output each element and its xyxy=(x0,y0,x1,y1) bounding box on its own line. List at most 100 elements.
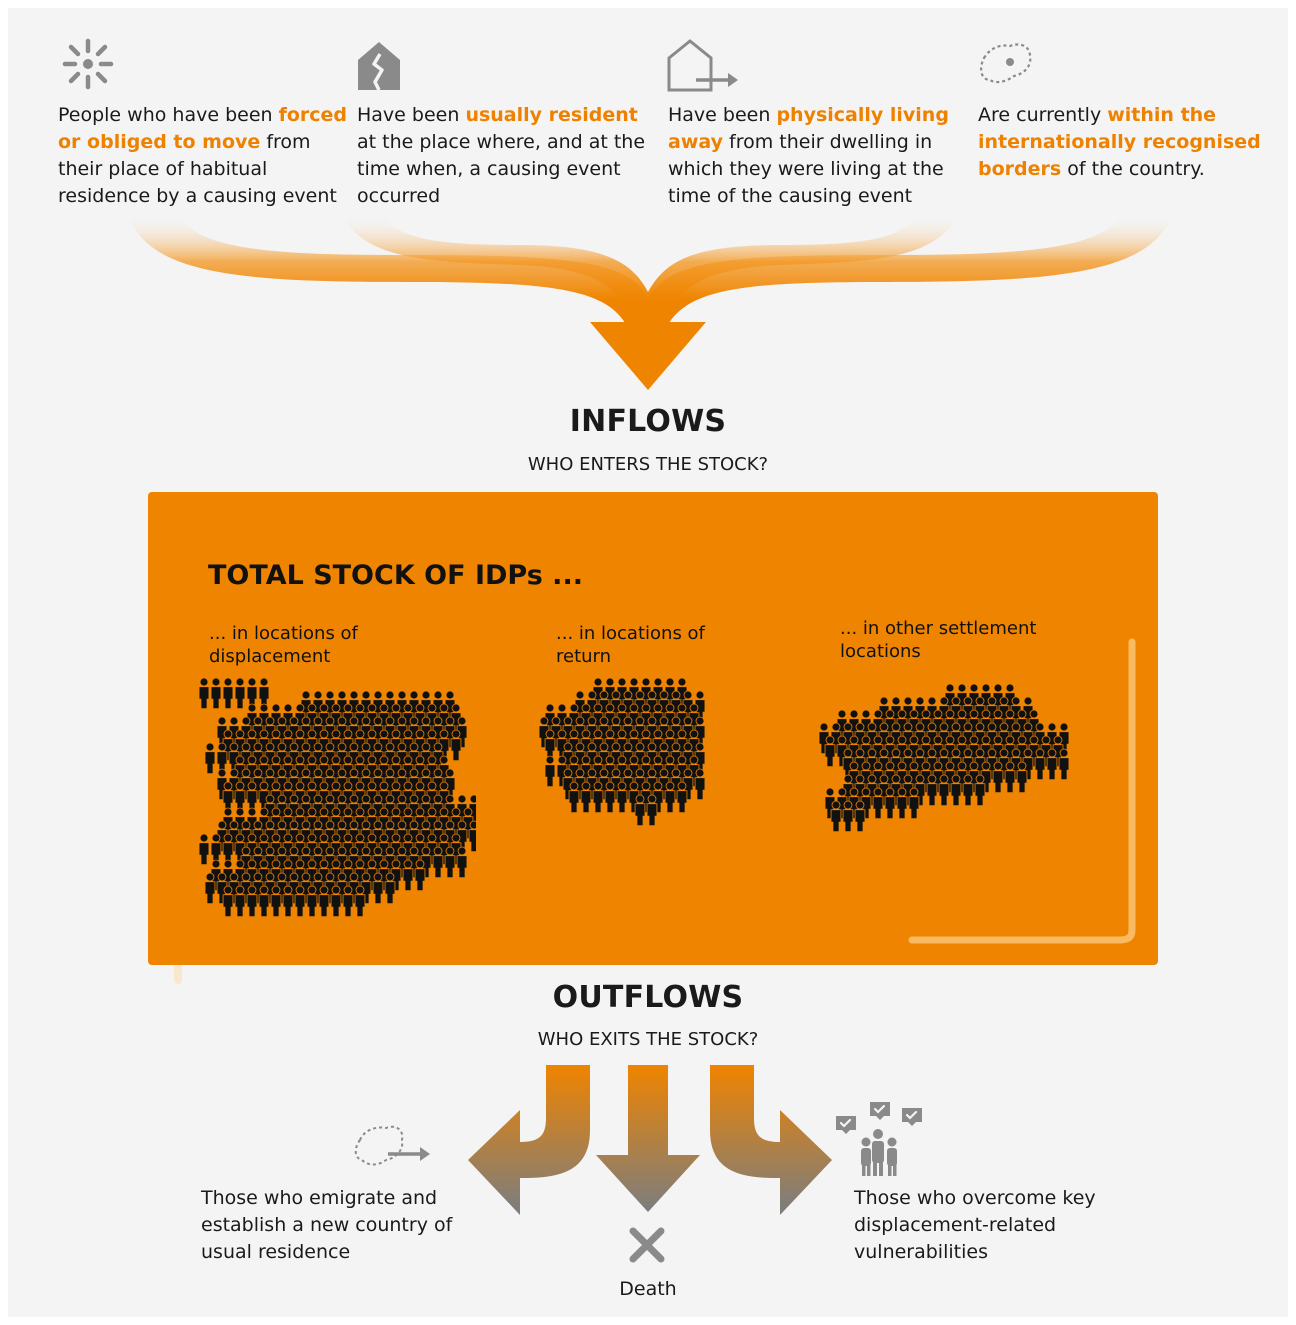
criterion-highlight: forced or obliged to move xyxy=(58,104,348,153)
person-figure xyxy=(258,885,270,917)
crowd-return xyxy=(538,677,706,826)
person-figure xyxy=(824,735,836,767)
person-figure xyxy=(330,885,342,917)
crowd-other-settlement xyxy=(818,683,1070,832)
person-figure xyxy=(246,677,258,709)
person-figure xyxy=(938,774,950,806)
person-figure xyxy=(634,794,646,826)
criterion-text: from their place of habitual residence b… xyxy=(58,131,337,207)
person-figure xyxy=(646,794,658,826)
person-figure xyxy=(366,781,378,813)
person-figure xyxy=(402,859,414,891)
person-figure xyxy=(450,729,462,761)
criterion-forced-to-move: People who have been forced or obliged t… xyxy=(58,102,348,210)
criterion-text: Have been xyxy=(357,104,466,126)
person-figure xyxy=(884,787,896,819)
person-figure xyxy=(694,768,706,800)
inflow-arrow xyxy=(128,215,1172,390)
person-figure xyxy=(974,774,986,806)
person-figure xyxy=(1004,761,1016,793)
person-figure xyxy=(926,774,938,806)
cross-icon xyxy=(629,1227,665,1263)
person-figure xyxy=(962,774,974,806)
person-figure xyxy=(372,872,384,904)
person-figure xyxy=(1034,748,1046,780)
person-figure xyxy=(354,885,366,917)
person-figure xyxy=(1046,748,1058,780)
person-figure xyxy=(592,781,604,813)
criterion-text: Are currently xyxy=(978,104,1108,126)
person-figure xyxy=(342,885,354,917)
location-other-settlement-label: ... in other settlement locations xyxy=(840,618,1037,662)
person-figure xyxy=(842,800,854,832)
exit-death-label: Death xyxy=(619,1278,677,1300)
location-return-label: ... in locations of return xyxy=(556,623,705,667)
person-figure xyxy=(198,677,210,709)
person-figure xyxy=(246,885,258,917)
person-figure xyxy=(580,781,592,813)
person-figure xyxy=(222,833,234,865)
person-figure xyxy=(568,781,580,813)
person-figure xyxy=(950,774,962,806)
person-figure xyxy=(468,820,476,852)
person-figure xyxy=(234,781,246,813)
person-figure xyxy=(896,787,908,819)
criterion-text: Have been xyxy=(668,104,777,126)
country-border-icon xyxy=(980,43,1032,84)
criterion-highlight: within the internationally recognised bo… xyxy=(978,104,1261,180)
person-figure xyxy=(246,781,258,813)
exit-emigrate-label: Those who emigrate and establish a new c… xyxy=(201,1187,453,1263)
exit-overcome-vulnerabilities-label: Those who overcome key displacement-rela… xyxy=(854,1187,1096,1263)
person-figure xyxy=(544,755,556,787)
person-figure xyxy=(420,846,432,878)
person-figure xyxy=(1058,748,1070,780)
cracked-house-icon xyxy=(358,42,400,91)
person-figure xyxy=(234,677,246,709)
person-figure xyxy=(318,885,330,917)
person-figure xyxy=(992,761,1004,793)
person-figure xyxy=(222,781,234,813)
person-figure xyxy=(384,872,396,904)
location-displacement-label: ... in locations of displacement xyxy=(209,623,358,667)
house-exit-icon xyxy=(667,39,738,92)
person-figure xyxy=(432,846,444,878)
person-figure xyxy=(872,787,884,819)
emigrate-border-icon xyxy=(354,1125,430,1166)
person-figure xyxy=(664,781,676,813)
person-figure xyxy=(210,677,222,709)
person-figure xyxy=(456,846,468,878)
burst-icon xyxy=(62,38,114,90)
criterion-text: from their dwelling in which they were l… xyxy=(668,131,944,207)
stock-title: TOTAL STOCK OF IDPs ... xyxy=(208,560,583,591)
criterion-text: People who have been xyxy=(58,104,279,126)
person-figure xyxy=(854,800,866,832)
person-figure xyxy=(282,885,294,917)
person-figure xyxy=(204,872,216,904)
person-figure xyxy=(204,742,216,774)
crowd-displacement xyxy=(198,677,476,917)
outflows-title: OUTFLOWS xyxy=(552,980,744,1015)
outflows-subtitle: WHO EXITS THE STOCK? xyxy=(537,1029,759,1050)
person-figure xyxy=(444,846,456,878)
criterion-text: of the country. xyxy=(1061,158,1205,180)
person-figure xyxy=(258,677,270,709)
person-figure xyxy=(604,781,616,813)
person-figure xyxy=(198,833,210,865)
inflows-title: INFLOWS xyxy=(569,404,727,439)
person-figure xyxy=(414,859,426,891)
person-figure xyxy=(830,800,842,832)
criterion-within-borders: Are currently within the internationally… xyxy=(978,102,1268,183)
outflow-arrows xyxy=(468,1065,832,1215)
person-figure xyxy=(1016,761,1028,793)
people-checkmarks-icon xyxy=(836,1102,922,1176)
person-figure xyxy=(676,781,688,813)
inflows-subtitle: WHO ENTERS THE STOCK? xyxy=(527,454,769,475)
criterion-living-away: Have been physically living away from th… xyxy=(668,102,963,210)
person-figure xyxy=(222,885,234,917)
person-figure xyxy=(234,885,246,917)
criterion-usually-resident: Have been usually resident at the place … xyxy=(357,102,647,210)
person-figure xyxy=(616,781,628,813)
